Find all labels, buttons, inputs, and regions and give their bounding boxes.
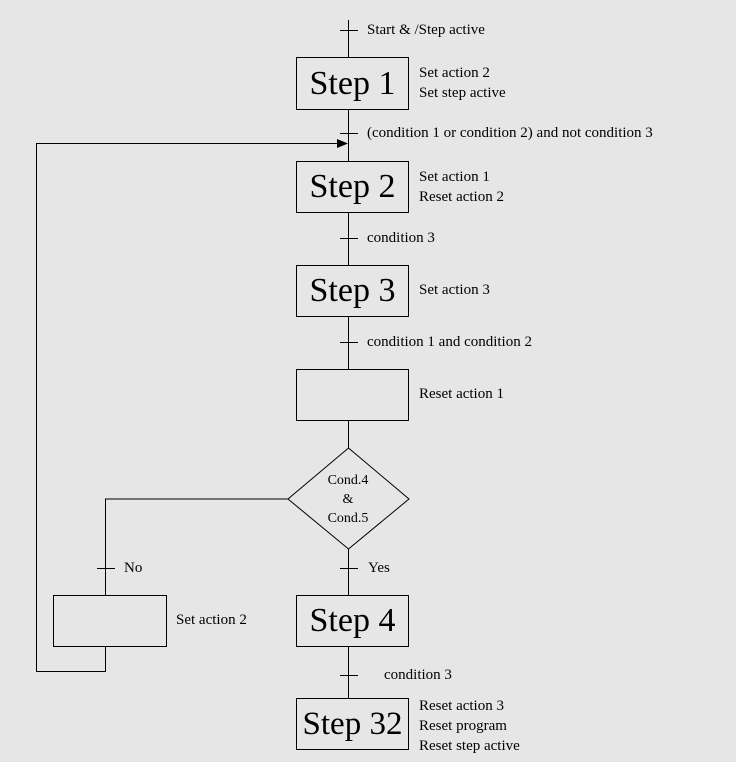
step-32-action: Reset step active <box>419 738 520 754</box>
transition-3-label: condition 1 and condition 2 <box>367 334 532 350</box>
loop-arrowhead <box>337 139 348 148</box>
step-1-action: Set action 2 <box>419 65 490 81</box>
step-2-actions: Set action 1 Reset action 2 <box>419 167 504 207</box>
step-1-box[interactable]: Step 1 <box>296 57 409 110</box>
step-1-label: Step 1 <box>309 64 396 102</box>
side-step-action: Set action 2 <box>176 612 247 628</box>
side-step-box[interactable] <box>53 595 167 647</box>
step-1-actions: Set action 2 Set step active <box>419 63 506 103</box>
step-32-action: Reset program <box>419 718 507 734</box>
step-3-actions: Set action 3 <box>419 280 490 300</box>
step-32-label: Step 32 <box>302 705 403 742</box>
step-1-action: Set step active <box>419 85 506 101</box>
step-4-box[interactable]: Step 4 <box>296 595 409 647</box>
step-32-actions: Reset action 3 Reset program Reset step … <box>419 696 520 756</box>
step-3-action: Set action 3 <box>419 282 490 298</box>
step-2-label: Step 2 <box>309 168 396 205</box>
step-32-action: Reset action 3 <box>419 698 504 714</box>
transition-4-label: condition 3 <box>384 667 452 683</box>
transition-1-label: (condition 1 or condition 2) and not con… <box>367 125 653 141</box>
decision-diamond <box>287 447 410 550</box>
transition-2-label: condition 3 <box>367 230 435 246</box>
decision-no-label: No <box>124 560 143 576</box>
step-32-box[interactable]: Step 32 <box>296 698 409 750</box>
unnamed-step-action: Reset action 1 <box>419 386 504 402</box>
step-2-action: Set action 1 <box>419 169 490 185</box>
step-3-box[interactable]: Step 3 <box>296 265 409 317</box>
unnamed-step-box[interactable] <box>296 369 409 421</box>
decision-yes-label: Yes <box>368 560 390 576</box>
decision-text: Cond.4 & Cond.5 <box>308 471 388 528</box>
step-4-label: Step 4 <box>309 602 396 639</box>
unnamed-step-actions: Reset action 1 <box>419 384 504 404</box>
side-step-actions: Set action 2 <box>176 610 247 630</box>
no-branch-line <box>105 498 288 595</box>
decision-line-3: Cond.5 <box>327 511 369 526</box>
decision-line-1: Cond.4 <box>327 473 369 488</box>
decision-line-2: & <box>342 492 354 507</box>
step-2-box[interactable]: Step 2 <box>296 161 409 213</box>
loop-back-line <box>36 143 338 672</box>
step-2-action: Reset action 2 <box>419 189 504 205</box>
start-condition-label: Start & /Step active <box>367 22 485 38</box>
step-3-label: Step 3 <box>309 272 396 309</box>
